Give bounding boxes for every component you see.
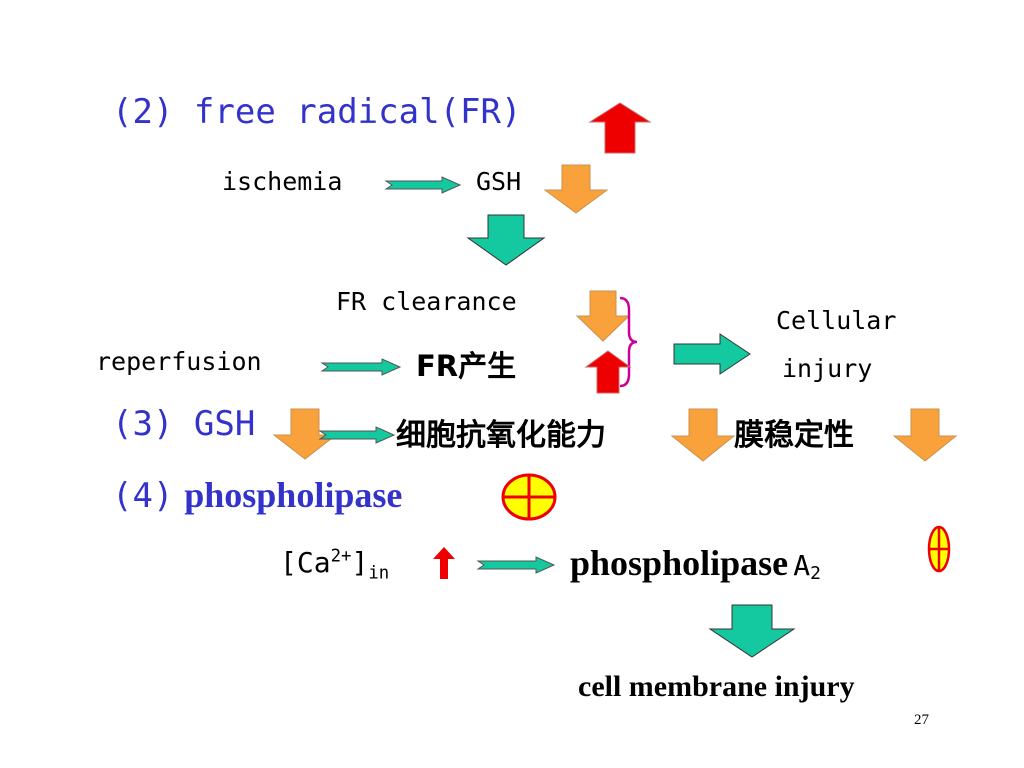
right-arrow-icon xyxy=(476,556,556,574)
section-3-title: (3) GSH xyxy=(112,404,255,444)
down-arrow-icon xyxy=(272,408,338,460)
membrane-stability-label: 膜稳定性 xyxy=(734,418,854,453)
section-2-title: (2) free radical(FR) xyxy=(112,92,521,132)
cell-membrane-injury-label: cell membrane injury xyxy=(578,670,855,703)
page-number: 27 xyxy=(914,712,929,728)
calcium-concentration-label: [Ca2+]in xyxy=(280,546,389,584)
fr-produce-label: FR产生 xyxy=(416,349,517,383)
section-4-title: (4) phospholipase xyxy=(112,474,402,516)
injury-label: injury xyxy=(782,354,873,383)
calcium-subscript: in xyxy=(368,563,390,584)
phospholipase-a-subscript: 2 xyxy=(810,563,821,585)
phospholipase-text: phospholipase xyxy=(570,543,789,583)
calcium-bracket-close: ] xyxy=(351,546,369,579)
plus-circle-icon xyxy=(501,473,557,521)
right-arrow-icon xyxy=(320,358,402,376)
up-arrow-icon xyxy=(433,547,455,579)
down-arrow-icon xyxy=(670,408,736,462)
calcium-label: [Ca xyxy=(280,546,331,579)
down-arrow-icon xyxy=(543,164,609,214)
plus-circle-icon xyxy=(927,525,951,573)
section-3-gsh: GSH xyxy=(193,404,256,444)
section-3-number: (3) xyxy=(112,404,174,444)
phospholipase-a2-label: phospholipase A2 xyxy=(570,542,821,584)
up-arrow-icon xyxy=(588,102,652,154)
antioxidant-capacity-label: 细胞抗氧化能力 xyxy=(396,418,606,453)
down-arrow-icon xyxy=(892,408,958,462)
gsh-label: GSH xyxy=(476,167,522,196)
down-arrow-icon xyxy=(575,290,631,342)
section-2-number: (2) xyxy=(112,92,174,132)
fr-clearance-label: FR clearance xyxy=(336,287,517,316)
phospholipase-a: A xyxy=(793,549,811,582)
section-4-text: phospholipase xyxy=(184,475,403,515)
up-arrow-icon xyxy=(584,350,632,394)
right-arrow-icon xyxy=(384,176,462,194)
down-arrow-icon xyxy=(466,214,546,266)
calcium-charge: 2+ xyxy=(330,546,352,567)
reperfusion-label: reperfusion xyxy=(96,347,262,376)
section-2-text: free radical(FR) xyxy=(193,92,522,132)
section-4-number: (4) xyxy=(112,476,174,516)
right-arrow-icon xyxy=(318,426,396,444)
ischemia-label: ischemia xyxy=(222,167,343,196)
curly-brace-icon xyxy=(619,296,638,388)
cellular-label: Cellular xyxy=(776,306,897,335)
down-arrow-icon xyxy=(708,604,796,658)
right-arrow-icon xyxy=(673,333,751,375)
